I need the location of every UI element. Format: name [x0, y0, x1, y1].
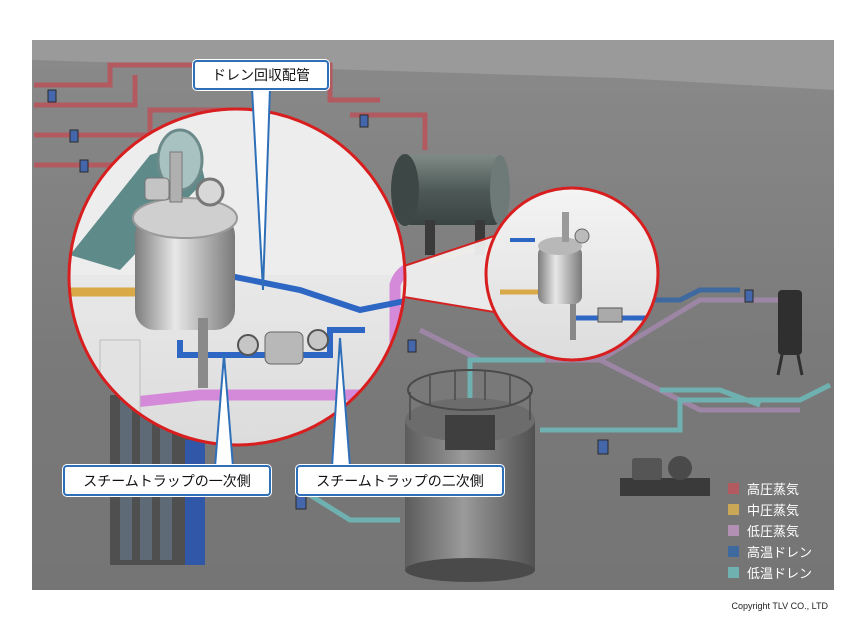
- small-magnifier: [484, 186, 660, 362]
- legend-swatch: [728, 546, 739, 557]
- legend-label: 高圧蒸気: [747, 483, 800, 498]
- legend-label: 中圧蒸気: [747, 504, 800, 519]
- separator-vessel: [776, 290, 804, 376]
- legend-label: 低温ドレン: [747, 567, 813, 582]
- legend: 高圧蒸気 中圧蒸気 低圧蒸気 高温ドレン 低温ドレン: [728, 478, 838, 583]
- back-wall: [32, 40, 834, 90]
- legend-item-high-temp-drain: 高温ドレン: [728, 541, 838, 562]
- legend-item-low-pressure-steam: 低圧蒸気: [728, 520, 838, 541]
- callout-trap-primary-side: スチームトラップの一次側: [63, 465, 271, 496]
- low-pressure-steam-pipes: [418, 297, 800, 413]
- legend-swatch: [728, 567, 739, 578]
- pump: [620, 456, 710, 496]
- heat-exchanger-drum: [391, 154, 510, 255]
- legend-swatch: [728, 525, 739, 536]
- legend-label: 高温ドレン: [747, 546, 813, 561]
- legend-item-low-temp-drain: 低温ドレン: [728, 562, 838, 583]
- legend-label: 低圧蒸気: [747, 525, 800, 540]
- big-magnifier: [67, 107, 407, 447]
- legend-item-medium-pressure-steam: 中圧蒸気: [728, 499, 838, 520]
- legend-swatch: [728, 483, 739, 494]
- valve-markers: [47, 89, 754, 510]
- callout-trap-secondary-side: スチームトラップの二次側: [296, 465, 504, 496]
- legend-item-high-pressure-steam: 高圧蒸気: [728, 478, 838, 499]
- callout-drain-recovery-piping: ドレン回収配管: [193, 60, 329, 90]
- high-temp-drain-pipes: [640, 287, 740, 303]
- legend-swatch: [728, 504, 739, 515]
- copyright-text: Copyright TLV CO., LTD: [731, 601, 828, 611]
